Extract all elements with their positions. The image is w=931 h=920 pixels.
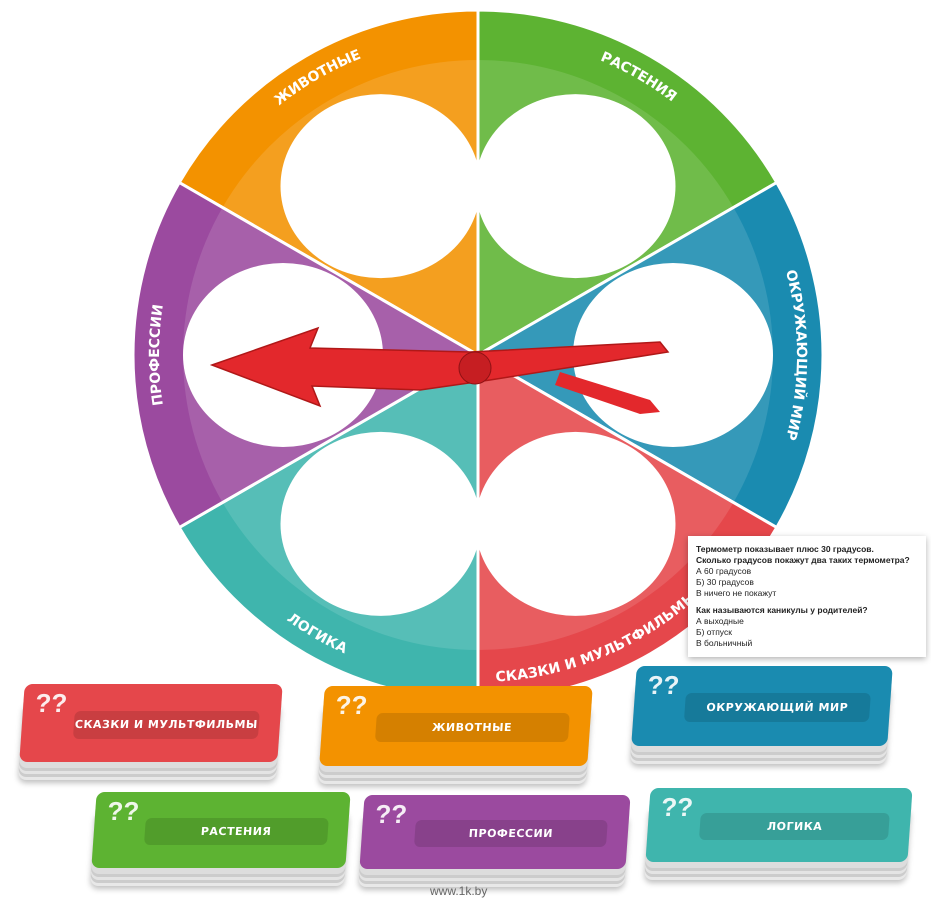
segment-label-text: ПРОФЕССИИ — [147, 303, 167, 406]
card-deck-animals[interactable]: ?? ЖИВОТНЫЕ — [319, 686, 593, 766]
question-1: Термометр показывает плюс 30 градусов. — [696, 544, 874, 554]
question-mark-icon: ?? — [660, 792, 695, 822]
deck-label: РАСТЕНИЯ — [200, 825, 272, 838]
question-2: Как называются каникулы у родителей? — [696, 605, 868, 615]
question-mark-icon: ?? — [106, 796, 141, 826]
spinner-arrow-tail — [555, 372, 660, 414]
deck-label: ПРОФЕССИИ — [468, 826, 554, 840]
watermark: www.1k.by — [430, 884, 488, 898]
question-1-cont: Сколько градусов покажут два таких термо… — [696, 555, 910, 565]
illustration-cloud — [475, 94, 676, 279]
card-deck-plants[interactable]: ?? РАСТЕНИЯ — [91, 792, 351, 868]
deck-label: ЛОГИКА — [766, 819, 823, 833]
deck-label: СКАЗКИ И МУЛЬТФИЛЬМЫ — [74, 718, 259, 732]
deck-label: ОКРУЖАЮЩИЙ МИР — [705, 701, 849, 715]
answer: В ничего не покажут — [696, 588, 777, 598]
question-mark-icon: ?? — [374, 799, 409, 829]
illustration-cloud — [280, 431, 481, 616]
answer: Б) 30 градусов — [696, 577, 754, 587]
question-mark-icon: ?? — [34, 688, 69, 718]
answer: В больничный — [696, 638, 753, 648]
question-mark-icon: ?? — [334, 690, 369, 720]
deck-label: ЖИВОТНЫЕ — [431, 721, 513, 735]
answer: А выходные — [696, 616, 744, 626]
card-deck-logic[interactable]: ?? ЛОГИКА — [645, 788, 913, 862]
answer: Б) отпуск — [696, 627, 732, 637]
spinner-arrow[interactable] — [209, 326, 670, 408]
illustration-cloud — [280, 94, 481, 279]
card-deck-fairytales[interactable]: ?? СКАЗКИ И МУЛЬТФИЛЬМЫ — [19, 684, 283, 762]
question-mark-icon: ?? — [646, 670, 681, 700]
illustration-cloud — [475, 431, 676, 616]
spinner-hub[interactable] — [458, 351, 492, 385]
question-card: Термометр показывает плюс 30 градусов. С… — [688, 536, 926, 657]
segment-label: ПРОФЕССИИ — [147, 303, 167, 406]
card-deck-professions[interactable]: ?? ПРОФЕССИИ — [359, 795, 631, 869]
answer: А 60 градусов — [696, 566, 752, 576]
card-deck-world[interactable]: ?? ОКРУЖАЮЩИЙ МИР — [631, 666, 893, 746]
